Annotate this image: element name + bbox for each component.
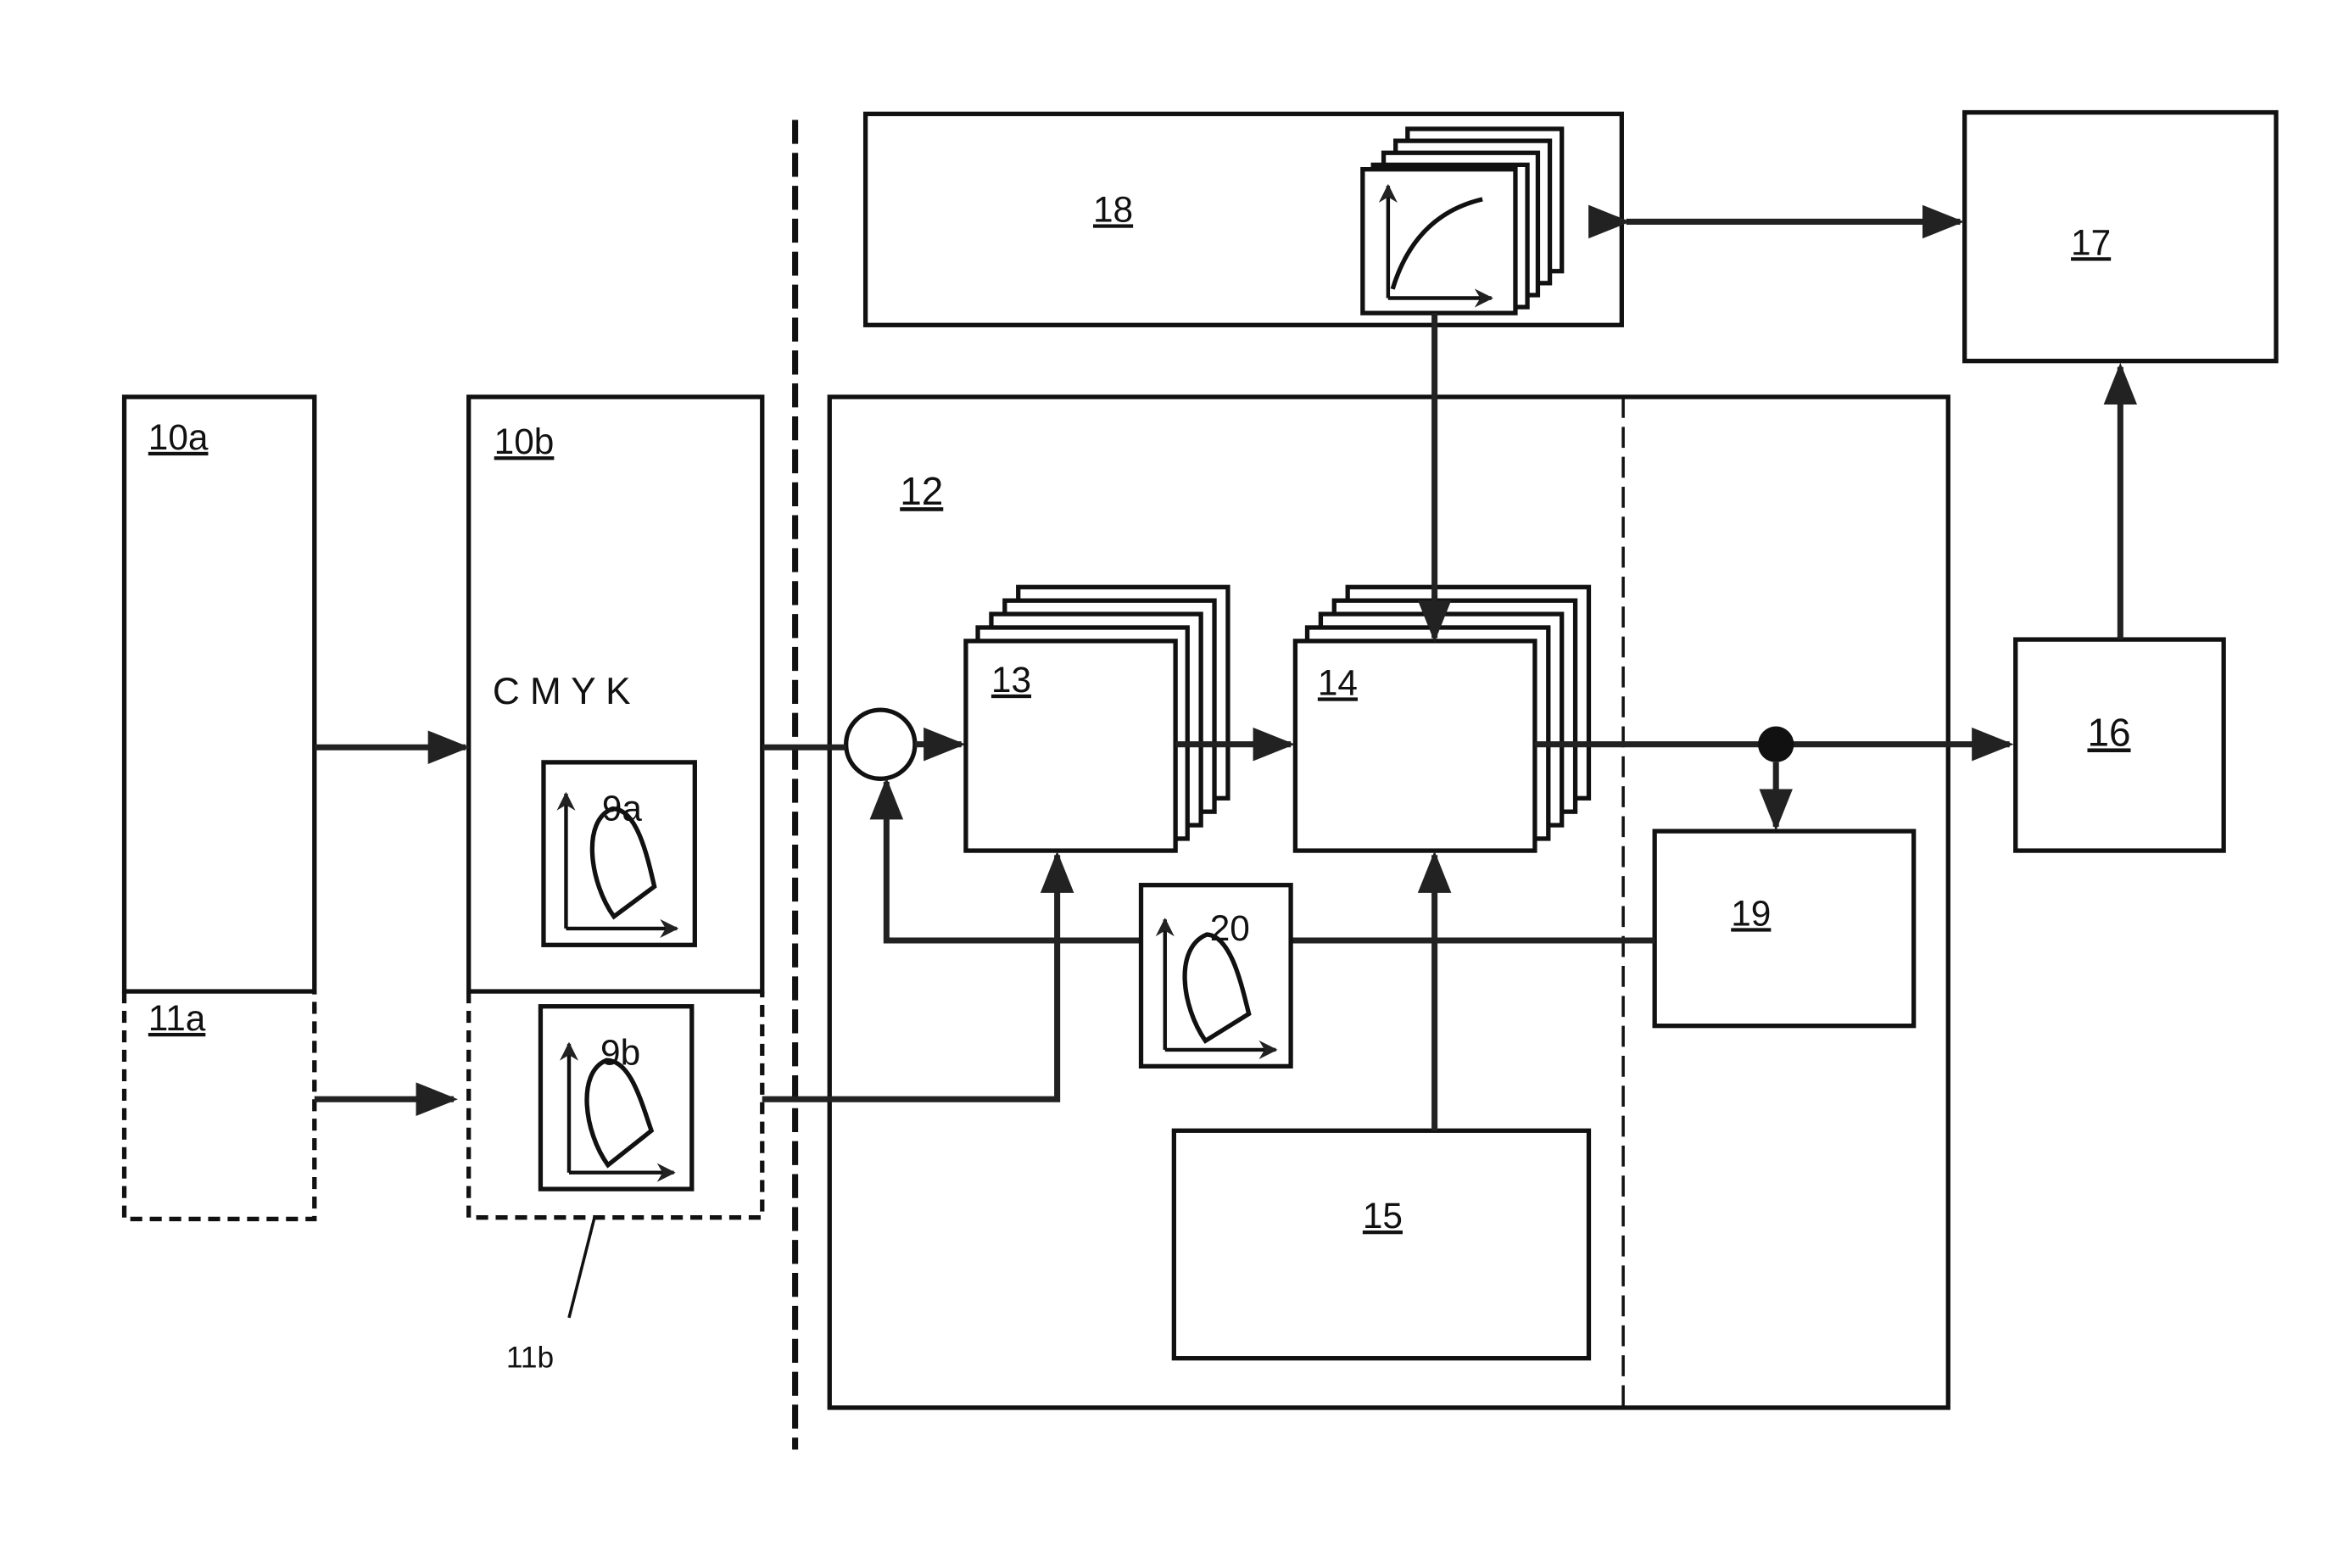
label-20: 20 <box>1210 908 1250 948</box>
block-19 <box>1655 831 1913 1026</box>
label-15: 15 <box>1363 1196 1403 1236</box>
block-15 <box>1174 1130 1588 1358</box>
label-9b: 9b <box>600 1033 640 1073</box>
curve-icon-stack <box>1363 129 1562 313</box>
block-12 <box>829 397 1948 1408</box>
label-9a: 9a <box>602 789 643 829</box>
block-10a <box>125 397 315 991</box>
combiner-circle <box>846 710 915 778</box>
label-18: 18 <box>1093 189 1133 229</box>
label-12: 12 <box>900 469 943 513</box>
label-16: 16 <box>2087 710 2130 754</box>
label-17: 17 <box>2071 222 2111 262</box>
label-13: 13 <box>991 660 1031 700</box>
arrow-11b-to-13 <box>762 855 1057 1099</box>
cmyk-label: C M Y K <box>493 671 631 712</box>
block-17 <box>1965 113 2276 361</box>
leader-11b <box>569 1218 594 1318</box>
label-11a: 11a <box>148 998 206 1038</box>
label-11b: 11b <box>506 1341 554 1374</box>
label-14: 14 <box>1318 662 1358 702</box>
label-19: 19 <box>1731 893 1771 933</box>
branch-dot <box>1758 727 1794 762</box>
block-13-stack <box>966 587 1228 851</box>
label-10b: 10b <box>494 421 555 461</box>
block-11b-outline <box>469 991 762 1218</box>
block-14-stack <box>1295 587 1588 851</box>
label-10a: 10a <box>148 417 209 457</box>
